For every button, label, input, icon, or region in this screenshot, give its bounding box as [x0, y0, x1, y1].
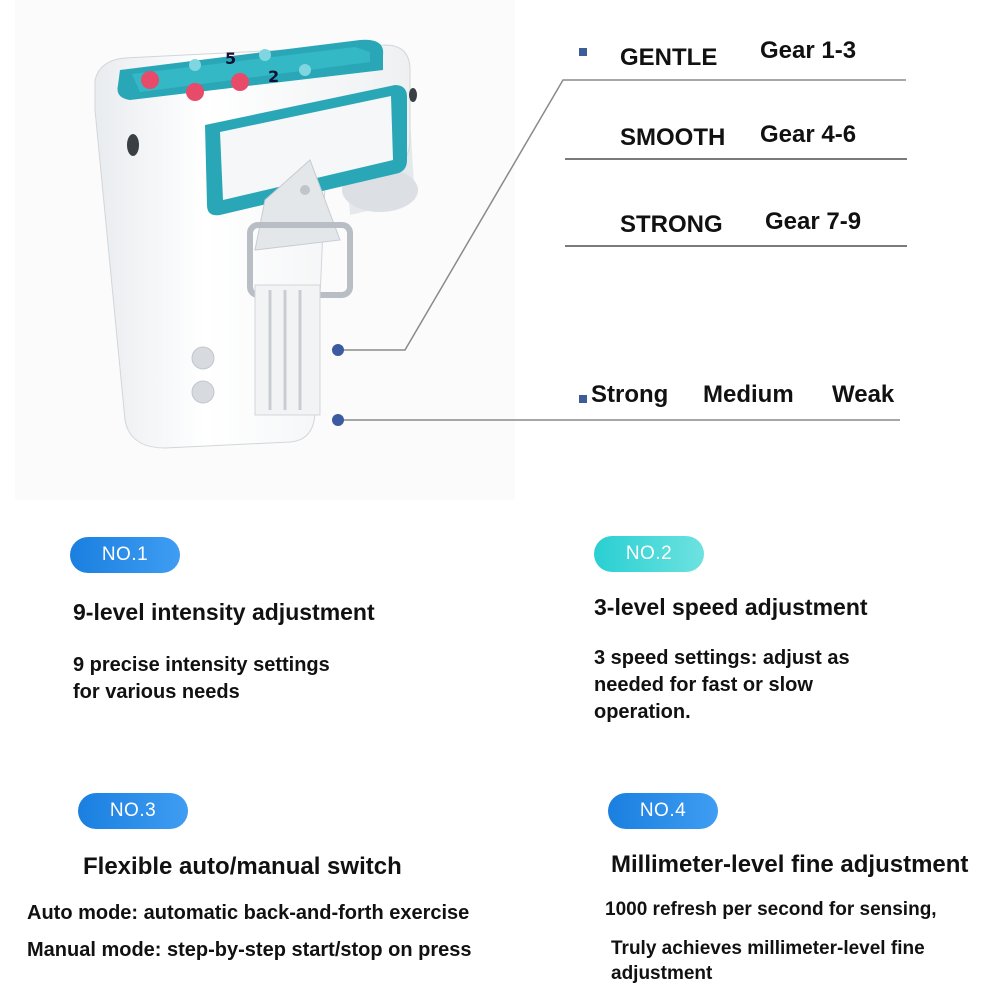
feature-desc-line: 1000 refresh per second for sensing,	[605, 899, 937, 920]
marker-dot-strength	[332, 414, 344, 426]
feature-badge-2: NO.2	[594, 536, 704, 572]
feature-title-4: Millimeter-level fine adjustment	[611, 851, 969, 878]
speed-level-name: SMOOTH	[620, 124, 726, 151]
feature-desc-4: 1000 refresh per second for sensing,	[605, 896, 995, 923]
feature-desc-line: operation.	[594, 701, 691, 723]
feature-desc-line: Truly achieves millimeter-level fine	[611, 938, 925, 959]
feature-title-1: 9-level intensity adjustment	[73, 599, 375, 625]
feature-desc-2: 3 speed settings: adjust as needed for f…	[594, 645, 984, 726]
feature-desc-line: needed for fast or slow	[594, 674, 813, 696]
feature-desc-line: for various needs	[73, 681, 240, 703]
marker-dot-speed	[332, 344, 344, 356]
feature-desc-line: 9 precise intensity settings	[73, 654, 330, 676]
feature-desc-1: 9 precise intensity settings for various…	[73, 652, 473, 706]
speed-level-name: GENTLE	[620, 44, 718, 71]
divider	[565, 245, 907, 247]
speed-level-gears: Gear 7-9	[765, 208, 862, 235]
speed-level-name: STRONG	[620, 211, 723, 238]
bullet-square	[579, 48, 587, 56]
divider	[565, 158, 907, 160]
feature-desc-line: Manual mode: step-by-step start/stop on …	[27, 939, 472, 961]
speed-level-gears: Gear 4-6	[760, 121, 857, 148]
display-digit-left: 5	[225, 49, 236, 68]
strength-level: Weak	[832, 381, 895, 408]
bullet-square	[579, 395, 587, 403]
feature-badge-3: NO.3	[78, 793, 188, 829]
feature-badge-1: NO.1	[70, 537, 180, 573]
feature-desc-line: Auto mode: automatic back-and-forth exer…	[27, 902, 470, 924]
feature-desc-3: Auto mode: automatic back-and-forth exer…	[27, 895, 587, 969]
device-image: 5 2	[15, 0, 515, 500]
connector-lines	[338, 79, 906, 421]
speed-level-gears: Gear 1-3	[760, 37, 857, 64]
feature-desc-line: adjustment	[611, 963, 713, 984]
feature-title-3: Flexible auto/manual switch	[83, 853, 402, 880]
display-digit-right: 2	[268, 67, 279, 86]
feature-desc-4b: Truly achieves millimeter-level fine adj…	[611, 936, 1001, 986]
feature-desc-line: 3 speed settings: adjust as	[594, 647, 850, 669]
feature-badge-4: NO.4	[608, 793, 718, 829]
strength-level: Strong	[591, 381, 669, 408]
strength-level: Medium	[703, 381, 794, 408]
feature-title-2: 3-level speed adjustment	[594, 594, 868, 620]
